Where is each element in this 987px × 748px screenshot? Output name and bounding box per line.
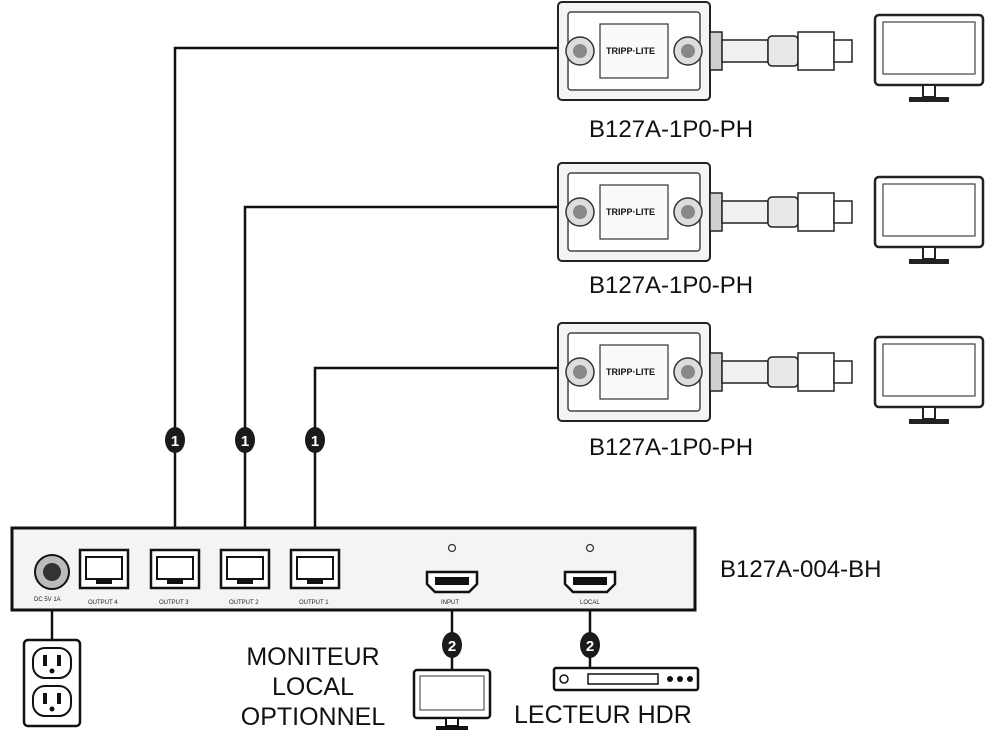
transmitter — [10, 526, 697, 612]
callout-2-text: 2 — [448, 638, 456, 655]
hdr-player-label: LECTEUR HDR — [514, 701, 692, 729]
callout-markers: 1 1 1 2 2 — [165, 427, 600, 658]
receiver-1-model: B127A-1P0-PH — [589, 116, 754, 143]
led-icon — [585, 543, 595, 553]
receiver-3 — [557, 322, 853, 422]
callout-1-text: 1 — [171, 433, 179, 450]
port-label-output-2: OUTPUT 2 — [229, 600, 259, 606]
callout-1-c: 1 — [305, 427, 325, 453]
receiver-brand-logo: TRIPP·LITE — [606, 207, 655, 217]
hdmi-input-port — [425, 570, 479, 594]
callout-1-text: 1 — [311, 433, 319, 450]
local-monitor-label: MONITEUR LOCAL OPTIONNEL — [215, 642, 411, 732]
port-label-output-1: OUTPUT 1 — [299, 600, 329, 606]
callout-2-a: 2 — [442, 632, 462, 658]
monitor-icon — [873, 13, 985, 104]
cable-output-1 — [313, 366, 558, 555]
receiver-brand-logo: TRIPP·LITE — [606, 46, 655, 56]
local-monitor-label-line-1: MONITEUR — [246, 643, 380, 671]
monitor-icon — [873, 335, 985, 426]
local-monitor-label-line-3: OPTIONNEL — [240, 703, 386, 731]
callout-1-a: 1 — [165, 427, 185, 453]
port-label-input: INPUT — [441, 600, 459, 606]
port-label-output-3: OUTPUT 3 — [159, 600, 189, 606]
power-outlet-icon — [22, 638, 82, 728]
power-jack-icon — [34, 554, 70, 590]
callout-1-text: 1 — [241, 433, 249, 450]
hdr-player-icon — [552, 666, 700, 692]
rj45-port-output-4 — [78, 548, 130, 590]
receiver-2 — [557, 162, 853, 262]
local-monitor-label-line-2: LOCAL — [272, 673, 354, 701]
cat-cables — [173, 46, 558, 555]
transmitter-model: B127A-004-BH — [720, 556, 882, 583]
rj45-port-output-3 — [149, 548, 201, 590]
cable-output-3 — [173, 46, 558, 555]
callout-1-b: 1 — [235, 427, 255, 453]
cable-output-2 — [243, 205, 558, 555]
rj45-port-output-2 — [219, 548, 271, 590]
port-label-output-4: OUTPUT 4 — [88, 600, 118, 606]
power-label: DC 5V 1A — [34, 597, 61, 603]
receiver-3-model: B127A-1P0-PH — [589, 434, 754, 461]
hdmi-local-port — [563, 570, 617, 594]
receiver-1 — [557, 1, 853, 101]
port-label-local: LOCAL — [580, 600, 600, 606]
monitor-icon — [873, 175, 985, 266]
led-icon — [447, 543, 457, 553]
receiver-brand-logo: TRIPP·LITE — [606, 367, 655, 377]
local-monitor-icon — [412, 668, 492, 730]
callout-2-b: 2 — [580, 632, 600, 658]
callout-2-text: 2 — [586, 638, 594, 655]
receiver-2-model: B127A-1P0-PH — [589, 272, 754, 299]
rj45-port-output-1 — [289, 548, 341, 590]
